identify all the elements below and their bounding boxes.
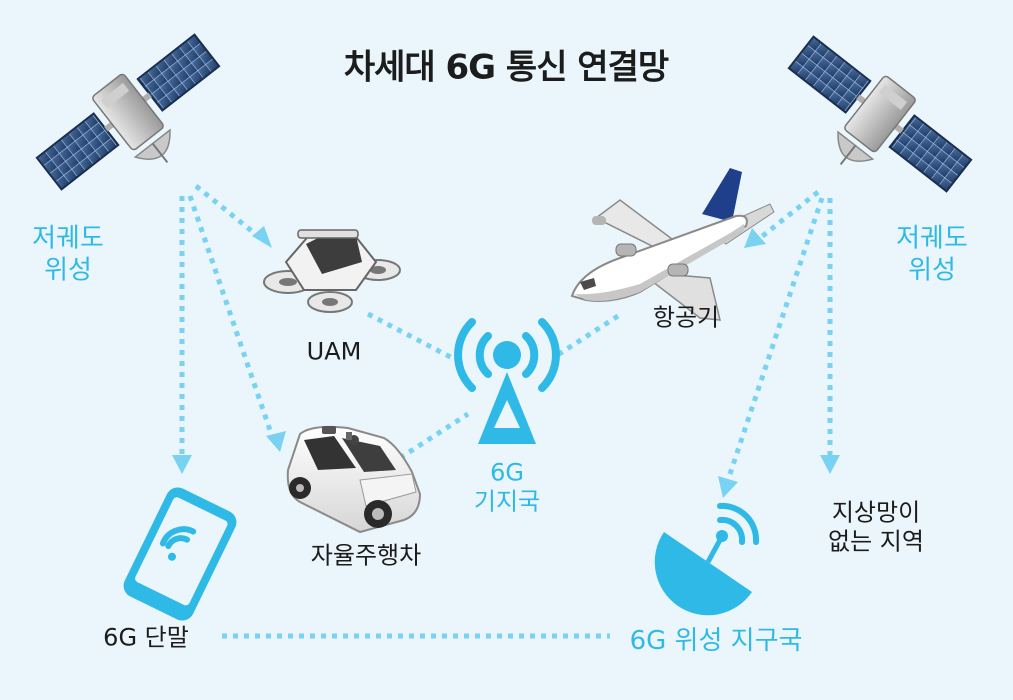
car-icon bbox=[286, 425, 422, 534]
label-airplane: 항공기 bbox=[652, 303, 720, 332]
link-car-to-base bbox=[398, 411, 470, 461]
label-leo-satellite-right: 저궤도 위성 bbox=[896, 223, 968, 285]
uam-icon bbox=[263, 229, 401, 313]
page-title: 차세대 6G 통신 연결망 bbox=[343, 47, 669, 88]
satellite-dish-icon bbox=[654, 502, 760, 616]
link-leo-left-to-uam bbox=[194, 184, 260, 238]
arrow-head-terminal bbox=[172, 455, 192, 474]
link-leo-right-to-plane bbox=[758, 190, 820, 240]
link-leo-left-to-car bbox=[187, 195, 275, 437]
arrow-head-area bbox=[820, 455, 840, 474]
label-autonomous-car: 자율주행차 bbox=[310, 541, 422, 570]
airplane-icon bbox=[570, 168, 775, 321]
label-6g-base-station: 6G 기지국 bbox=[473, 458, 541, 516]
label-uam: UAM bbox=[306, 337, 362, 366]
arrow-head-ground-station bbox=[718, 476, 738, 498]
link-leo-right-to-ground-station bbox=[725, 197, 825, 481]
connection-lines bbox=[179, 184, 833, 639]
label-leo-satellite-left: 저궤도 위성 bbox=[32, 223, 104, 285]
satellite-icon bbox=[787, 35, 973, 193]
base-station-icon bbox=[454, 318, 560, 444]
arrow-head-uam bbox=[252, 226, 272, 248]
arrow-heads bbox=[172, 226, 840, 498]
label-6g-terminal: 6G 단말 bbox=[103, 623, 189, 652]
satellite-icon bbox=[35, 33, 221, 191]
label-no-terrestrial-area: 지상망이 없는 지역 bbox=[828, 498, 924, 556]
smartphone-icon bbox=[123, 487, 237, 621]
link-uam-to-base bbox=[366, 311, 462, 365]
link-plane-to-base bbox=[554, 313, 620, 359]
arrow-head-plane bbox=[744, 228, 766, 248]
label-6g-satellite-ground-station: 6G 위성 지구국 bbox=[629, 626, 803, 657]
arrow-head-car bbox=[266, 431, 286, 452]
